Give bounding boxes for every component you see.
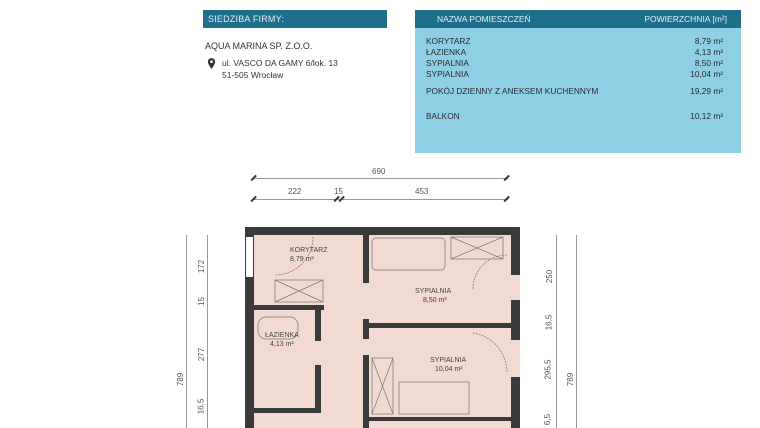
dimension-segment: 6,5	[543, 413, 553, 426]
room-name: BALKON	[426, 111, 460, 121]
room-area: 10,04 m²	[690, 69, 723, 79]
dimension-total: 789	[176, 372, 186, 387]
dimension-segment: 453	[415, 187, 429, 196]
room-area: 4,13 m²	[694, 47, 723, 57]
table-row: POKÓJ DZIENNY Z ANEKSEM KUCHENNYM 19,29 m…	[426, 85, 723, 97]
svg-text:SYPIALNIA: SYPIALNIA	[415, 288, 452, 295]
table-row: ŁAZIENKA 4,13 m²	[426, 46, 723, 58]
dimension-line	[576, 235, 577, 428]
room-area: 8,50 m²	[694, 58, 723, 68]
dimension-segment: 295,5	[543, 359, 553, 380]
dimension-segment: 16,5	[544, 314, 554, 331]
location-pin-icon	[207, 58, 216, 69]
company-info: SIEDZIBA FIRMY: AQUA MARINA SP. Z.O.O. u…	[203, 10, 387, 81]
rooms-table: NAZWA POMIESZCZEŃ POWIERZCHNIA [m²] KORY…	[415, 10, 741, 153]
room-name: SYPIALNIA	[426, 58, 469, 68]
room-name: KORYTARZ	[426, 36, 471, 46]
room-name: ŁAZIENKA	[426, 47, 467, 57]
dimension-segment: 15	[334, 187, 343, 196]
column-header-name: NAZWA POMIESZCZEŃ	[437, 14, 531, 24]
table-row: KORYTARZ 8,79 m²	[426, 35, 723, 47]
dimension-tick	[503, 195, 510, 202]
table-row: SYPIALNIA 8,50 m²	[426, 57, 723, 69]
dimension-segment: 277	[197, 347, 207, 362]
dimension-line	[556, 235, 557, 428]
svg-text:4,13 m²: 4,13 m²	[270, 341, 294, 348]
dimension-total: 690	[372, 167, 386, 176]
room-name: POKÓJ DZIENNY Z ANEKSEM KUCHENNYM	[426, 86, 599, 96]
dimension-segment: 16,5	[196, 398, 206, 415]
column-header-area: POWIERZCHNIA [m²]	[644, 14, 727, 24]
company-address: ul. VASCO DA GAMY 6/lok. 13 51-505 Wrocł…	[203, 57, 387, 81]
dimension-segment: 250	[545, 269, 555, 284]
address-line-2: 51-505 Wrocław	[222, 70, 284, 80]
room-name: SYPIALNIA	[426, 69, 469, 79]
dimension-line	[207, 235, 208, 428]
floor-plan: KORYTARZ 8,79 m² ŁAZIENKA 4,13 m² SYPIAL…	[245, 227, 520, 428]
table-row: SYPIALNIA 10,04 m²	[426, 68, 723, 80]
dimension-segment: 172	[197, 259, 207, 274]
dimension-line	[186, 235, 187, 428]
dimension-line	[253, 199, 508, 200]
svg-text:10,04 m²: 10,04 m²	[435, 366, 463, 373]
svg-text:8,50 m²: 8,50 m²	[423, 297, 447, 304]
company-name: AQUA MARINA SP. Z.O.O.	[205, 41, 313, 51]
dimension-line	[253, 178, 508, 179]
table-row: BALKON 10,12 m²	[426, 110, 723, 122]
svg-text:SYPIALNIA: SYPIALNIA	[430, 357, 467, 364]
svg-text:8,79 m²: 8,79 m²	[290, 256, 314, 263]
svg-text:ŁAZIENKA: ŁAZIENKA	[265, 332, 299, 339]
room-area: 8,79 m²	[694, 36, 723, 46]
dimension-segment: 222	[288, 187, 302, 196]
company-header: SIEDZIBA FIRMY:	[203, 10, 387, 28]
rooms-table-header: NAZWA POMIESZCZEŃ POWIERZCHNIA [m²]	[415, 10, 741, 28]
address-line-1: ul. VASCO DA GAMY 6/lok. 13	[222, 58, 338, 68]
dimension-tick	[503, 174, 510, 181]
dimension-total: 789	[566, 372, 576, 387]
dimension-segment: 15	[196, 297, 206, 306]
room-area: 10,12 m²	[690, 111, 723, 121]
room-area: 19,29 m²	[690, 86, 723, 96]
korytarz-label: KORYTARZ	[290, 247, 328, 254]
